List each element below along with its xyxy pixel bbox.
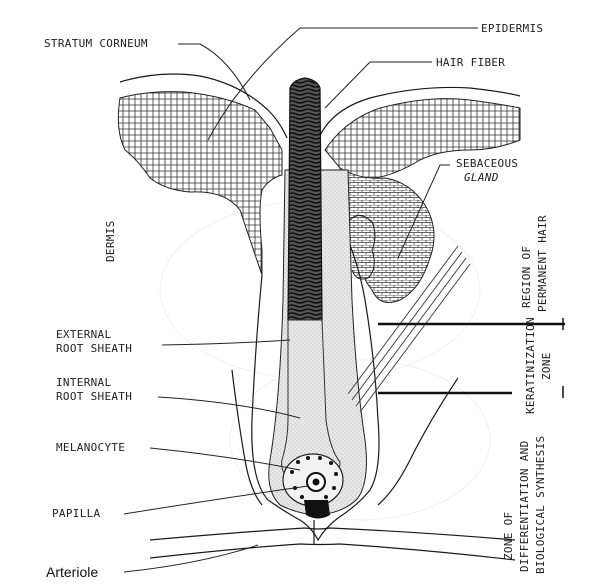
papilla-core [313, 479, 320, 486]
label-external-root-sheath-line1: EXTERNAL [56, 328, 111, 341]
label-external-root-sheath-line2: ROOT SHEATH [56, 342, 132, 355]
label-gland: GLAND [464, 171, 499, 184]
left-epidermis-layer [118, 92, 282, 275]
label-zone-line2: DIFFERENTIATION AND [518, 440, 531, 572]
dermis-contour-right [378, 378, 458, 505]
label-stratum-corneum: STRATUM CORNEUM [44, 37, 148, 50]
label-keratinization-line1: KERATINIZATION [524, 317, 537, 414]
label-melanocyte: MELANOCYTE [56, 441, 125, 454]
label-arteriole: Arteriole [46, 564, 98, 580]
label-internal-root-sheath-line1: INTERNAL [56, 376, 111, 389]
label-region-line1: REGION OF [520, 246, 533, 308]
leader-external-root-sheath [162, 340, 290, 345]
arteriole-vessel-lower [150, 544, 515, 560]
label-region-line2: PERMANENT HAIR [536, 215, 549, 312]
label-dermis: DERMIS [104, 220, 117, 262]
label-keratinization-line2: ZONE [540, 352, 553, 380]
sebaceous-lobule [350, 215, 375, 279]
label-zone-line3: BIOLOGICAL SYNTHESIS [534, 436, 547, 574]
hair-fiber-shaft [288, 78, 322, 320]
papilla-base [304, 500, 330, 519]
label-epidermis: EPIDERMIS [481, 22, 543, 35]
label-zone-line1: ZONE OF [502, 512, 515, 560]
label-sebaceous: SEBACEOUS [456, 157, 518, 170]
label-hair-fiber: HAIR FIBER [436, 56, 505, 69]
label-internal-root-sheath-line2: ROOT SHEATH [56, 390, 132, 403]
label-papilla: PAPILLA [52, 507, 101, 520]
arteriole-vessel-upper [150, 528, 515, 540]
